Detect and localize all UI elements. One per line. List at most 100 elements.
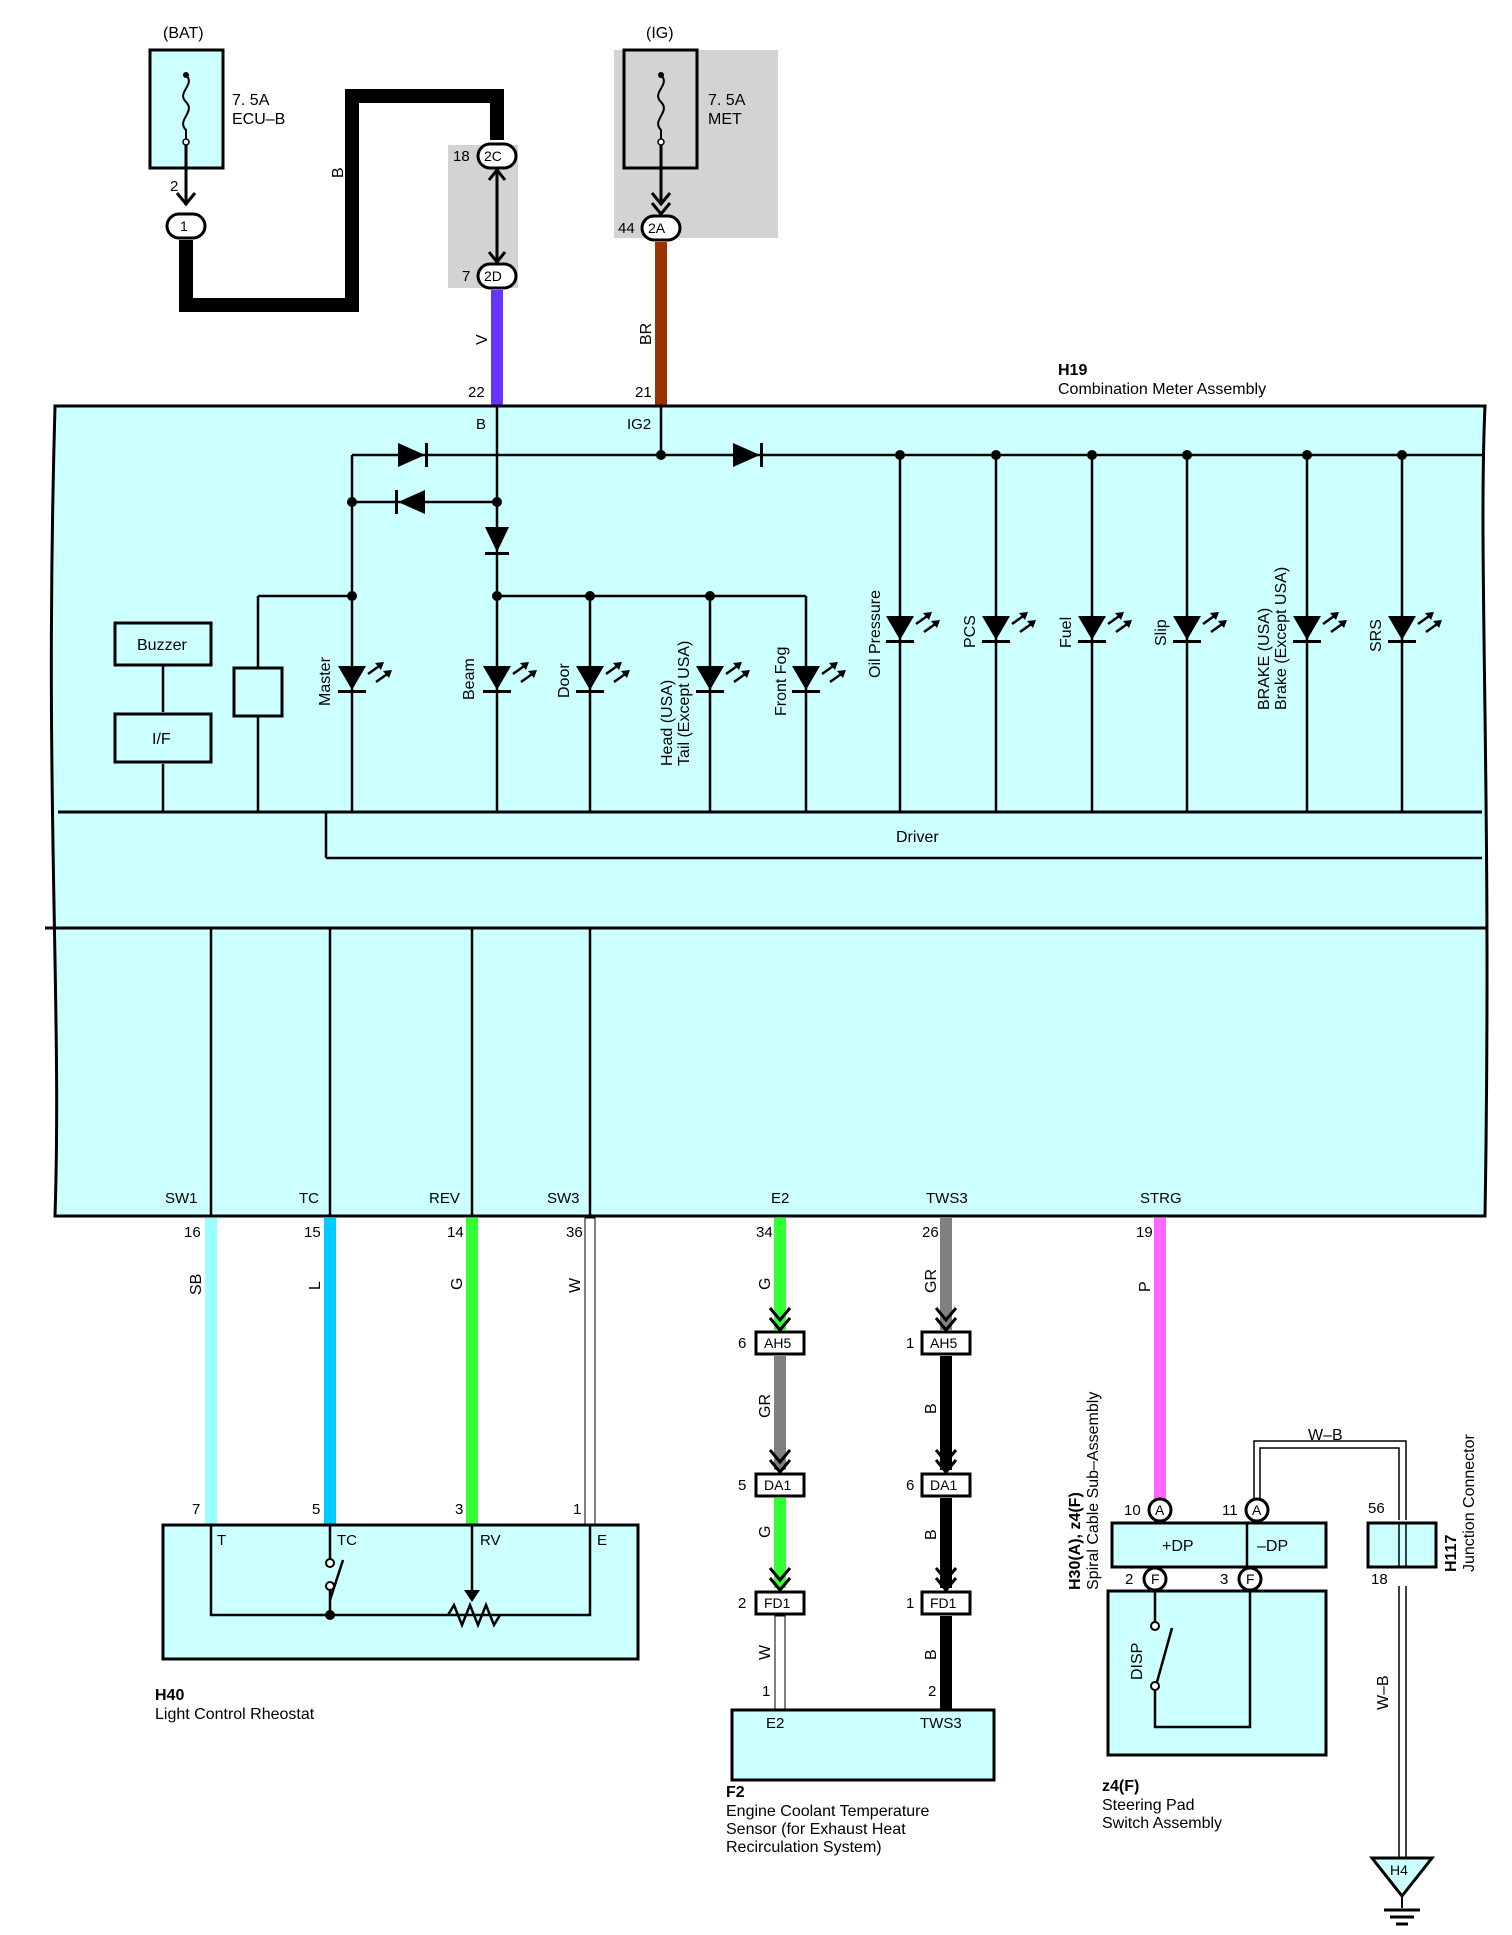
svg-text:GR: GR bbox=[923, 1269, 940, 1293]
svg-text:FD1: FD1 bbox=[764, 1595, 791, 1611]
connector-da1-e2: DA1 5 bbox=[738, 1472, 806, 1498]
connector-ah5-tws: AH5 1 bbox=[906, 1330, 972, 1356]
connector-1: 2 1 bbox=[165, 178, 207, 240]
svg-text:Recirculation System): Recirculation System) bbox=[726, 1839, 882, 1856]
svg-text:DA1: DA1 bbox=[764, 1477, 791, 1493]
svg-text:1: 1 bbox=[762, 1683, 770, 1700]
junction-code: H117 bbox=[1443, 1535, 1460, 1572]
lamp-labels: Master Beam Door Head (USA) Tail (Except… bbox=[317, 567, 1385, 766]
svg-text:W: W bbox=[757, 1644, 774, 1660]
diode-4 bbox=[485, 527, 509, 555]
svg-text:7: 7 bbox=[192, 1501, 200, 1518]
svg-text:T: T bbox=[217, 1532, 226, 1549]
wire-ecu-b-path: B bbox=[175, 89, 504, 312]
svg-text:2: 2 bbox=[1125, 1571, 1133, 1588]
svg-text:TWS3: TWS3 bbox=[920, 1715, 962, 1732]
fuse-ecu-b-rating: 7. 5A bbox=[232, 92, 270, 109]
fuse-met-name: MET bbox=[708, 111, 742, 128]
svg-text:G: G bbox=[757, 1278, 774, 1290]
connector-2a-label: 2A bbox=[648, 220, 666, 236]
connector-2d: 7 2D bbox=[462, 262, 518, 290]
svg-text:STRG: STRG bbox=[1140, 1190, 1182, 1207]
sensor-code: F2 bbox=[726, 1784, 745, 1801]
svg-text:AH5: AH5 bbox=[764, 1335, 791, 1351]
svg-text:3: 3 bbox=[1220, 1571, 1228, 1588]
lamp-tail: Tail (Except USA) bbox=[676, 641, 693, 766]
fuse-met-supply: (IG) bbox=[646, 25, 674, 42]
spiral-cable-body: +DP –DP bbox=[1110, 1521, 1328, 1569]
spiral-cable-connector-f: 2 3 F F bbox=[1125, 1566, 1263, 1592]
svg-text:F: F bbox=[1246, 1571, 1255, 1587]
svg-text:11: 11 bbox=[1222, 1502, 1238, 1519]
svg-text:GR: GR bbox=[757, 1394, 774, 1418]
led-front-fog bbox=[792, 662, 846, 693]
junction-name: Junction Connector bbox=[1461, 1433, 1478, 1572]
svg-text:FD1: FD1 bbox=[930, 1595, 957, 1611]
svg-text:RV: RV bbox=[480, 1532, 501, 1549]
led-fuel bbox=[1078, 612, 1132, 643]
meter-term-ig2: IG2 bbox=[627, 416, 651, 433]
meter-pin-b: 22 bbox=[468, 384, 485, 401]
svg-text:SW3: SW3 bbox=[547, 1190, 580, 1207]
svg-text:A: A bbox=[1155, 1502, 1165, 1518]
svg-text:1: 1 bbox=[906, 1595, 914, 1612]
svg-text:34: 34 bbox=[756, 1224, 773, 1241]
led-head-tail bbox=[696, 662, 750, 693]
connector-fd1-tws: FD1 1 bbox=[906, 1590, 972, 1616]
svg-text:E: E bbox=[597, 1532, 607, 1549]
spiral-cable-connector-a: 10 11 A A bbox=[1124, 1497, 1270, 1523]
svg-text:I/F: I/F bbox=[152, 731, 171, 748]
coolant-temperature-sensor: 1 2 E2 TWS3 bbox=[730, 1683, 996, 1782]
connector-2c-label: 2C bbox=[484, 148, 502, 164]
svg-text:F: F bbox=[1151, 1571, 1160, 1587]
led-srs bbox=[1388, 612, 1442, 643]
led-beam bbox=[483, 662, 537, 693]
svg-text:DA1: DA1 bbox=[930, 1477, 957, 1493]
svg-text:3: 3 bbox=[455, 1501, 463, 1518]
ground-h4: H4 bbox=[1368, 1856, 1436, 1926]
wire-br-label: BR bbox=[638, 323, 655, 345]
spiral-name: Spiral Cable Sub–Assembly bbox=[1085, 1392, 1102, 1590]
svg-text:1: 1 bbox=[573, 1501, 581, 1518]
rheostat-code: H40 bbox=[155, 1687, 184, 1704]
svg-text:B: B bbox=[923, 1403, 940, 1414]
led-slip bbox=[1173, 612, 1227, 643]
svg-text:AH5: AH5 bbox=[930, 1335, 957, 1351]
wire-l-label: L bbox=[307, 1281, 324, 1290]
meter-bottom-pins: 16 15 14 36 34 26 19 bbox=[184, 1224, 1153, 1241]
meter-bottom-terms: SW1 TC REV SW3 E2 TWS3 STRG bbox=[165, 1190, 1182, 1207]
led-door bbox=[576, 662, 630, 693]
diode-2 bbox=[395, 490, 425, 514]
connector-2c: 18 2C bbox=[453, 142, 518, 170]
svg-text:Sensor (for Exhaust Heat: Sensor (for Exhaust Heat bbox=[726, 1821, 906, 1838]
meter-code: H19 bbox=[1058, 362, 1087, 379]
wire-wb bbox=[1253, 1440, 1407, 1860]
wire-g-label: G bbox=[449, 1278, 466, 1290]
driver-label: Driver bbox=[896, 829, 939, 846]
meter-nodes bbox=[347, 450, 1407, 601]
svg-text:SW1: SW1 bbox=[165, 1190, 198, 1207]
if-block: I/F bbox=[113, 712, 213, 764]
connector-2d-label: 2D bbox=[484, 268, 502, 284]
junction-connector-h117: 56 18 bbox=[1366, 1500, 1438, 1588]
svg-text:2: 2 bbox=[738, 1595, 746, 1612]
svg-text:19: 19 bbox=[1136, 1224, 1153, 1241]
svg-text:E2: E2 bbox=[771, 1190, 789, 1207]
svg-text:G: G bbox=[757, 1526, 774, 1538]
fuse-ecu-b-supply: (BAT) bbox=[163, 25, 204, 42]
diode-3 bbox=[733, 443, 763, 467]
svg-text:A: A bbox=[1252, 1502, 1262, 1518]
svg-text:Engine Coolant Temperature: Engine Coolant Temperature bbox=[726, 1803, 929, 1820]
connector-2a: 44 2A bbox=[618, 214, 682, 242]
lamp-pcs: PCS bbox=[962, 615, 979, 648]
led-oil-pressure bbox=[886, 612, 940, 643]
lamp-door: Door bbox=[556, 663, 573, 698]
svg-text:5: 5 bbox=[738, 1477, 746, 1494]
buzzer: Buzzer bbox=[113, 621, 213, 667]
lamp-beam: Beam bbox=[461, 658, 478, 700]
rheostat-name: Light Control Rheostat bbox=[155, 1706, 315, 1723]
light-control-rheostat: 7 5 3 1 T TC RV E bbox=[161, 1501, 640, 1661]
svg-text:16: 16 bbox=[184, 1224, 201, 1241]
lamp-front-fog: Front Fog bbox=[773, 647, 790, 716]
led-brake bbox=[1293, 612, 1347, 643]
